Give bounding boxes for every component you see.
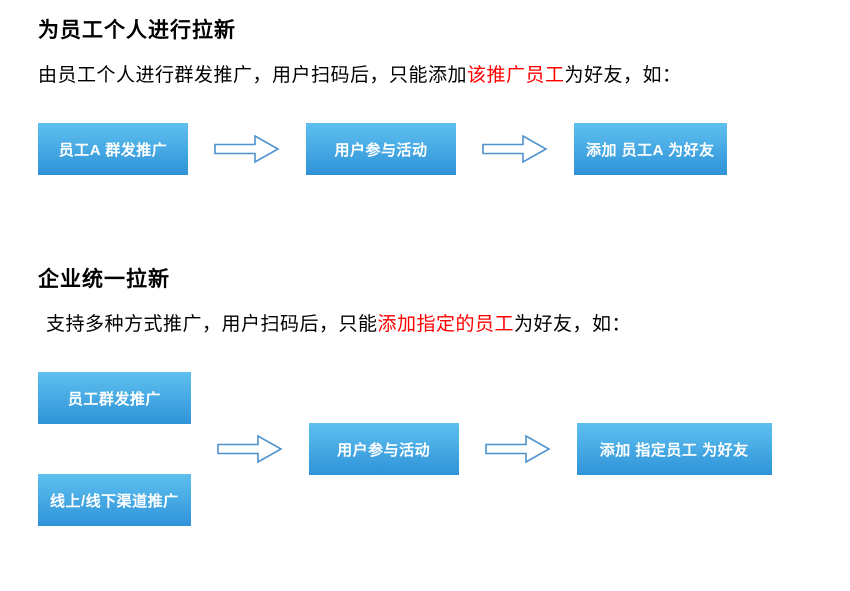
box-employee-a-group-send: 员工A 群发推广: [38, 123, 188, 175]
desc2-text-after: 为好友，如：: [514, 314, 632, 335]
box-user-join-activity-2: 用户参与活动: [308, 423, 459, 475]
right-arrow-icon: [482, 134, 548, 164]
section2-description: 支持多种方式推广，用户扫码后，只能添加指定的员工为好友，如：: [38, 309, 850, 336]
box-online-offline-channel: 线上/线下渠道推广: [38, 474, 191, 526]
desc1-text-after: 为好友，如：: [564, 65, 682, 86]
section2-title: 企业统一拉新: [38, 268, 170, 291]
flow-row-enterprise: 员工群发推广 线上/线下渠道推广 用户参与活动 添加 指定员工 为好友: [38, 372, 850, 526]
right-arrow-icon: [214, 134, 280, 164]
flow-row-individual: 员工A 群发推广 用户参与活动 添加 员工A 为好友: [38, 123, 850, 175]
desc2-text-before: 支持多种方式推广，用户扫码后，只能: [46, 314, 378, 335]
right-arrow-icon: [216, 434, 283, 464]
right-arrow-icon: [484, 434, 551, 464]
box-user-join-activity: 用户参与活动: [306, 123, 456, 175]
desc2-highlight: 添加指定的员工: [377, 314, 515, 335]
section1-title: 为员工个人进行拉新: [38, 19, 236, 42]
box-add-designated-employee-friend: 添加 指定员工 为好友: [576, 423, 772, 475]
section-enterprise-acquisition: 企业统一拉新 支持多种方式推广，用户扫码后，只能添加指定的员工为好友，如： 员工…: [38, 263, 850, 526]
desc1-text-before: 由员工个人进行群发推广，用户扫码后，只能添加: [38, 65, 468, 86]
promo-sources-column: 员工群发推广 线上/线下渠道推广: [38, 372, 191, 526]
desc1-highlight: 该推广员工: [467, 65, 565, 86]
box-add-employee-a-friend: 添加 员工A 为好友: [574, 123, 727, 175]
box-employee-group-send: 员工群发推广: [38, 372, 191, 424]
section-individual-acquisition: 为员工个人进行拉新 由员工个人进行群发推广，用户扫码后，只能添加该推广员工为好友…: [38, 14, 850, 175]
section1-description: 由员工个人进行群发推广，用户扫码后，只能添加该推广员工为好友，如：: [38, 60, 850, 87]
